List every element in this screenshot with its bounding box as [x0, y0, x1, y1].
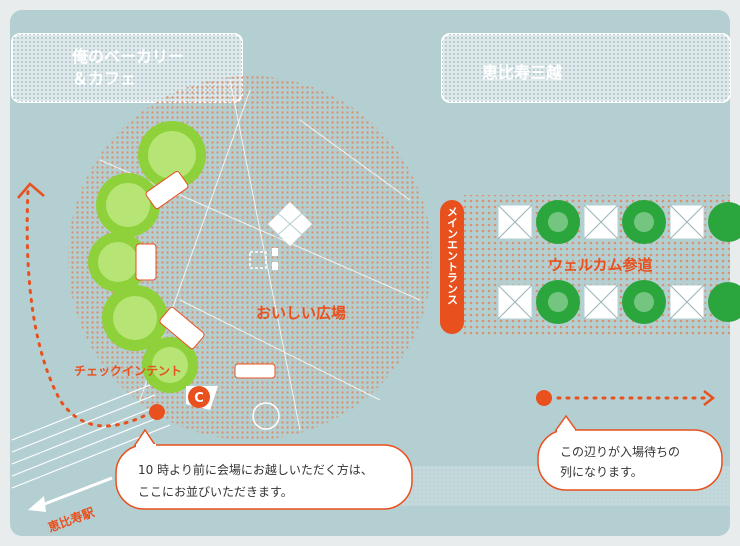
tree-row-arc [88, 121, 206, 393]
left-callout-line1: 10 時より前に会場にお越しいただく方は、 [138, 462, 373, 477]
right-callout-line1: この辺りが入場待ちの [560, 444, 680, 459]
welcome-path-trees [536, 200, 740, 324]
main-entrance-marker: メインエントランス [440, 200, 464, 334]
queue-arrow [536, 390, 716, 406]
right-callout-line2: 列になります。 [560, 465, 643, 479]
left-callout-line2: ここにお並びいただきます。 [138, 485, 293, 499]
bakery-label-line1: 俺のベーカリー [71, 47, 184, 66]
plaza-tables [135, 171, 276, 379]
bakery-building: 俺のベーカリー ＆カフェ [11, 33, 243, 103]
c-marker: C [186, 386, 218, 410]
bakery-label-line2: ＆カフェ [72, 69, 136, 88]
plaza-label: おいしい広場 [256, 304, 346, 322]
main-entrance-label: メインエントランス [446, 206, 459, 305]
welcome-path-tiles [497, 204, 705, 320]
welcome-path-label: ウェルカム参道 [548, 256, 653, 274]
plaza-centre-items [249, 202, 312, 430]
c-marker-label: C [194, 391, 204, 406]
mitsukoshi-building: 恵比寿三越 [441, 33, 731, 103]
check-in-tent-label: チェックインテント [74, 364, 182, 378]
right-callout: この辺りが入場待ちの 列になります。 [537, 414, 723, 491]
mitsukoshi-label: 恵比寿三越 [482, 63, 563, 82]
left-callout: 10 時より前に会場にお越しいただく方は、 ここにお並びいただきます。 [115, 428, 413, 510]
left-route-arrow [17, 182, 165, 428]
